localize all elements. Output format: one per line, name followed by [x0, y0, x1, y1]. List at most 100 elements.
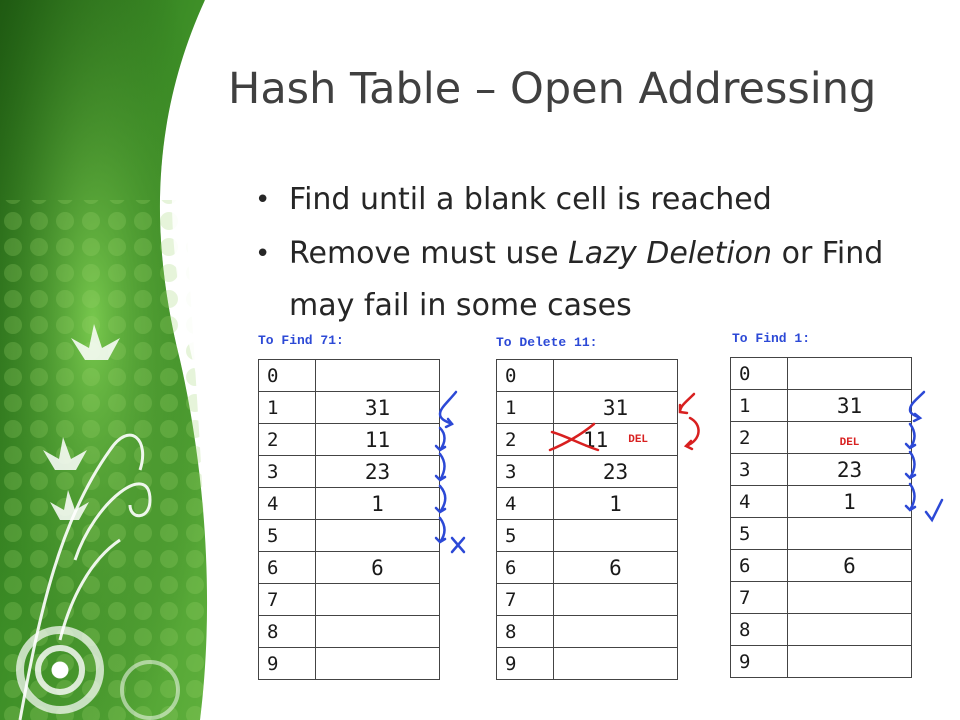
deleted-marker: DEL: [839, 436, 860, 449]
slot-value: [315, 583, 440, 616]
slot-value: 23: [315, 455, 440, 488]
white-swoosh: [171, 0, 239, 720]
slot-value: 6: [553, 551, 678, 584]
slot-index: 1: [496, 391, 554, 424]
slot-value: [553, 359, 678, 392]
slot-value: 1: [553, 487, 678, 520]
slot-index: 8: [258, 615, 316, 648]
circle-ornament: [16, 626, 180, 720]
slot-index: 5: [258, 519, 316, 552]
slot-value: [787, 517, 912, 550]
table-row: 9: [258, 647, 440, 680]
table-row: 7: [496, 583, 678, 616]
slot-index: 7: [730, 581, 788, 614]
table-row: 2 DEL: [730, 421, 912, 454]
slot-value: 1: [315, 487, 440, 520]
table-row: 5: [730, 517, 912, 550]
slot-value: [315, 647, 440, 680]
slot-value: 11: [315, 423, 440, 456]
slot-index: 0: [730, 357, 788, 390]
slot-value: [553, 583, 678, 616]
slot-value: 23: [787, 453, 912, 486]
slot-value: [787, 645, 912, 678]
slot-index: 3: [258, 455, 316, 488]
slot-index: 3: [496, 455, 554, 488]
slot-index: 4: [730, 485, 788, 518]
slot-index: 2: [258, 423, 316, 456]
slide-title: Hash Table – Open Addressing: [228, 64, 877, 114]
bullet-emphasis: Lazy Deletion: [568, 236, 773, 271]
slot-value: 23: [553, 455, 678, 488]
bullet-text: Find until a blank cell is reached: [289, 182, 772, 217]
table-caption: To Find 1:: [732, 331, 811, 346]
slot-value: [553, 615, 678, 648]
table-caption: To Find 71:: [258, 333, 344, 348]
slot-value: [787, 613, 912, 646]
slot-value: 6: [315, 551, 440, 584]
slot-index: 2: [730, 421, 788, 454]
slot-value: 31: [553, 391, 678, 424]
table-row: 5: [258, 519, 440, 552]
slot-value: [553, 647, 678, 680]
table-row: 8: [258, 615, 440, 648]
slot-value: 31: [787, 389, 912, 422]
slot-index: 8: [496, 615, 554, 648]
slot-index: 9: [730, 645, 788, 678]
slot-index: 6: [258, 551, 316, 584]
table-row: 9: [496, 647, 678, 680]
table-caption: To Delete 11:: [496, 335, 598, 350]
slot-value: [315, 615, 440, 648]
slot-index: 4: [258, 487, 316, 520]
table-row: 9: [730, 645, 912, 678]
slot-index: 6: [496, 551, 554, 584]
slot-index: 7: [258, 583, 316, 616]
table-row: 0: [496, 359, 678, 392]
slot-index: 0: [258, 359, 316, 392]
slot-value: [787, 581, 912, 614]
slot-index: 5: [496, 519, 554, 552]
table-row: 8: [496, 615, 678, 648]
slot-index: 6: [730, 549, 788, 582]
table-row: 5: [496, 519, 678, 552]
slot-value-deleted: DEL: [787, 421, 912, 454]
bullet-item: Remove must use Lazy Deletion or Find ma…: [255, 228, 915, 332]
slot-index: 5: [730, 517, 788, 550]
slot-index: 3: [730, 453, 788, 486]
slot-value: [553, 519, 678, 552]
slot-index: 7: [496, 583, 554, 616]
bullet-item: Find until a blank cell is reached: [255, 172, 915, 228]
flower-decoration: [43, 324, 120, 520]
slot-value: [787, 357, 912, 390]
slot-index: 1: [258, 391, 316, 424]
slot-index: 8: [730, 613, 788, 646]
table-row: 7: [730, 581, 912, 614]
slot-index: 9: [496, 647, 554, 680]
slot-index: 0: [496, 359, 554, 392]
table-row: 7: [258, 583, 440, 616]
slot-value: 6: [787, 549, 912, 582]
bullet-list: Find until a blank cell is reached Remov…: [255, 172, 915, 332]
slot-value: 31: [315, 391, 440, 424]
deleted-marker: DEL: [628, 433, 649, 446]
slot-index: 4: [496, 487, 554, 520]
slot-index: 9: [258, 647, 316, 680]
table-row: 8: [730, 613, 912, 646]
bullet-text: or Find may fail in some cases: [289, 236, 884, 323]
